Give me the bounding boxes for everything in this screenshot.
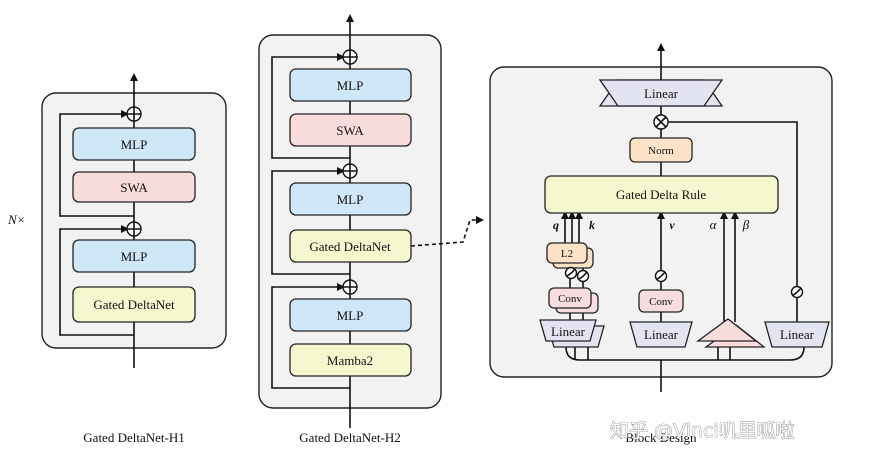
h1-repeat-label: N× [7, 212, 25, 227]
h1-mlp-upper-label: MLP [121, 137, 148, 152]
h2-mlp-2 [289, 182, 412, 216]
bd-linear-alpha-beta [696, 318, 758, 342]
h1-residual-lower [59, 225, 134, 336]
h1-swa [72, 171, 196, 203]
h2-residual-2 [271, 167, 350, 275]
h1-gated-deltanet-label: Gated DeltaNet [93, 297, 175, 312]
h1-diagram: MLP SWA MLP Gated DeltaNet N× Gated Delt… [7, 73, 227, 445]
h1-mlp-upper [72, 127, 196, 161]
watermark: 知乎 @Vinci叽里呱啦 [610, 420, 795, 442]
bd-linear-gate [764, 321, 830, 348]
h2-mlp-1 [289, 68, 412, 102]
bd-beta-label: β [742, 217, 750, 232]
bd-alpha-label: α [710, 217, 718, 232]
bd-linear-qk [539, 319, 597, 342]
bd-linear-gate-label: Linear [780, 327, 815, 342]
h2-swa-label: SWA [336, 123, 364, 138]
h2-mlp-2-label: MLP [337, 192, 364, 207]
h2-residual-3 [271, 53, 350, 159]
bd-gated-delta-rule [544, 175, 779, 214]
h1-swa-label: SWA [120, 180, 148, 195]
h2-residual-1 [271, 283, 350, 389]
expand-connector [410, 216, 484, 247]
bd-conv-qk-label: Conv [558, 293, 582, 305]
bd-conv-v [638, 289, 684, 313]
bd-linear-v [629, 321, 693, 348]
h1-mlp-lower-label: MLP [121, 249, 148, 264]
h2-swa [289, 113, 412, 147]
h2-mamba2 [289, 343, 412, 377]
bd-v-label: v [669, 218, 675, 232]
bd-norm-label: Norm [648, 145, 674, 157]
bd-conv-qk [548, 287, 592, 309]
h2-mlp-3-label: MLP [337, 308, 364, 323]
h1-caption: Gated DeltaNet-H1 [83, 430, 184, 445]
h2-diagram: MLP SWA MLP Gated DeltaNet MLP Mamba2 Ga… [258, 14, 442, 445]
bd-gated-delta-rule-label: Gated Delta Rule [616, 187, 706, 202]
bd-gate-line [667, 121, 798, 322]
bd-linear-qk-label: Linear [551, 324, 586, 339]
h2-mamba2-label: Mamba2 [327, 353, 373, 368]
h2-mlp-3 [289, 298, 412, 332]
h1-gated-deltanet [72, 286, 196, 323]
block-design-diagram: Linear Norm Gated Delta Rule q k v α β L… [489, 43, 833, 445]
h2-mlp-1-label: MLP [337, 78, 364, 93]
h2-caption: Gated DeltaNet-H2 [299, 430, 400, 445]
bd-linear-top-label: Linear [644, 86, 679, 101]
bd-q-label: q [553, 218, 559, 232]
bd-l2-label: L2 [561, 248, 573, 260]
bd-conv-v-label: Conv [649, 296, 673, 308]
bd-caption: Block Design [625, 430, 697, 445]
bd-l2 [546, 242, 588, 264]
bd-norm [629, 137, 693, 163]
h1-residual-upper [59, 110, 134, 217]
h1-mlp-lower [72, 239, 196, 273]
bd-k-label: k [589, 218, 595, 232]
bd-linear-v-label: Linear [644, 327, 679, 342]
h2-gated-deltanet-label: Gated DeltaNet [309, 239, 391, 254]
bd-input-bus [565, 346, 805, 361]
